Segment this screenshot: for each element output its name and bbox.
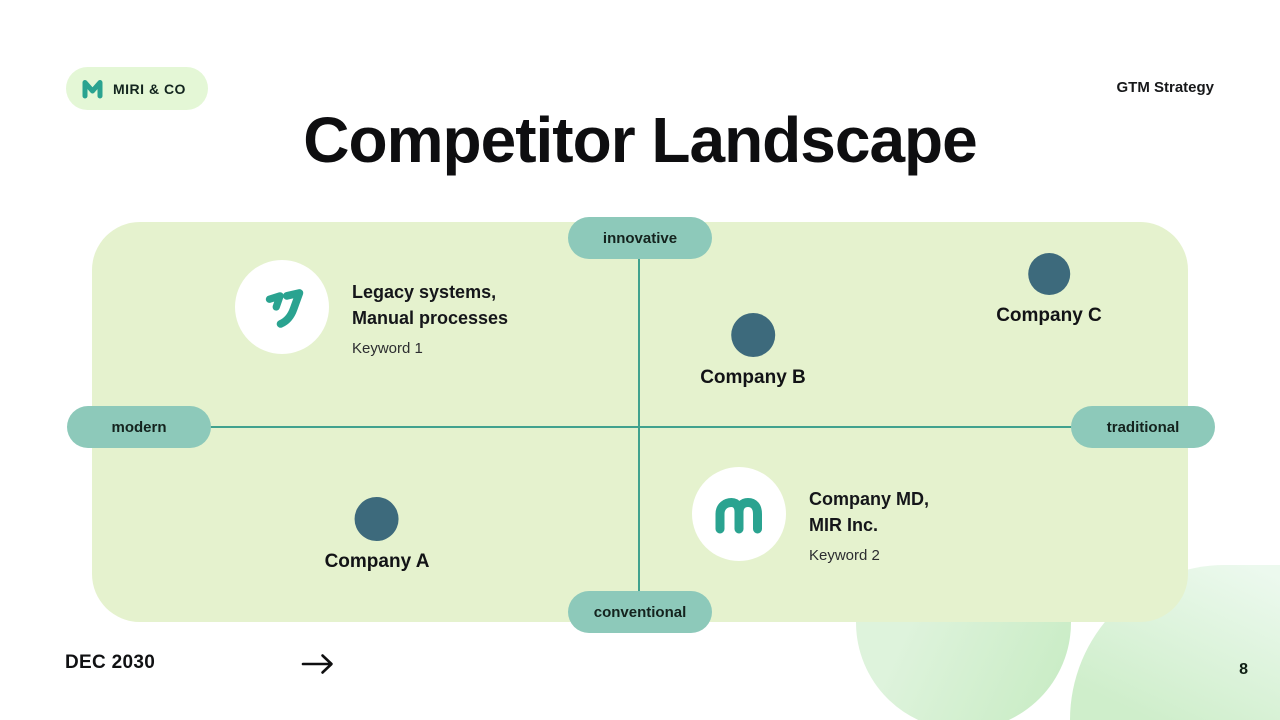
- card-text-block: Company MD, MIR Inc. Keyword 2: [809, 467, 929, 564]
- card-heading-line1: Company MD,: [809, 489, 930, 509]
- company-b-dot: [730, 313, 775, 357]
- page-number: 8: [1239, 661, 1248, 678]
- quadrant-card-bottom-right: Company MD, MIR Inc. Keyword 2: [692, 467, 929, 564]
- page-title: Competitor Landscape: [303, 104, 977, 176]
- quote-marks-logo-icon: [253, 278, 311, 336]
- company-b-label: Company B: [700, 367, 806, 388]
- horizontal-axis-line: [205, 426, 1073, 428]
- card-heading-line2: Manual processes: [352, 308, 509, 328]
- decor-semicircle-shape: [856, 622, 1071, 720]
- company-a-dot: [355, 497, 399, 541]
- company-c-label: Company C: [996, 305, 1102, 326]
- plot-point-company-a: Company A: [324, 497, 430, 573]
- plot-point-company-c: Company C: [996, 253, 1102, 327]
- brand-badge: MIRI & CO: [66, 67, 208, 110]
- footer-date: DEC 2030: [65, 652, 156, 673]
- company-a-label: Company A: [324, 551, 430, 572]
- quadrant-card-top-left: Legacy systems, Manual processes Keyword…: [235, 260, 508, 357]
- card-text-block: Legacy systems, Manual processes Keyword…: [352, 260, 508, 357]
- brand-m-monogram-icon: [81, 78, 104, 99]
- axis-label-traditional: traditional: [1071, 406, 1215, 448]
- card-heading-line2: MIR Inc.: [809, 515, 879, 535]
- card-heading-line1: Legacy systems,: [352, 282, 497, 302]
- axis-label-innovative: innovative: [568, 217, 712, 259]
- card-logo-circle: [692, 467, 786, 561]
- card-logo-circle: [235, 260, 329, 354]
- company-c-dot: [1027, 253, 1070, 295]
- axis-label-conventional: conventional: [568, 591, 712, 633]
- brand-name: MIRI & CO: [113, 80, 186, 97]
- right-arrow-icon: [300, 650, 336, 683]
- m-logo-icon: [711, 486, 767, 542]
- slide-tag: GTM Strategy: [1116, 79, 1214, 96]
- card-keyword: Keyword 1: [352, 340, 423, 357]
- card-keyword: Keyword 2: [809, 547, 880, 564]
- vertical-axis-line: [638, 255, 640, 595]
- axis-label-modern: modern: [67, 406, 211, 448]
- plot-point-company-b: Company B: [700, 313, 806, 389]
